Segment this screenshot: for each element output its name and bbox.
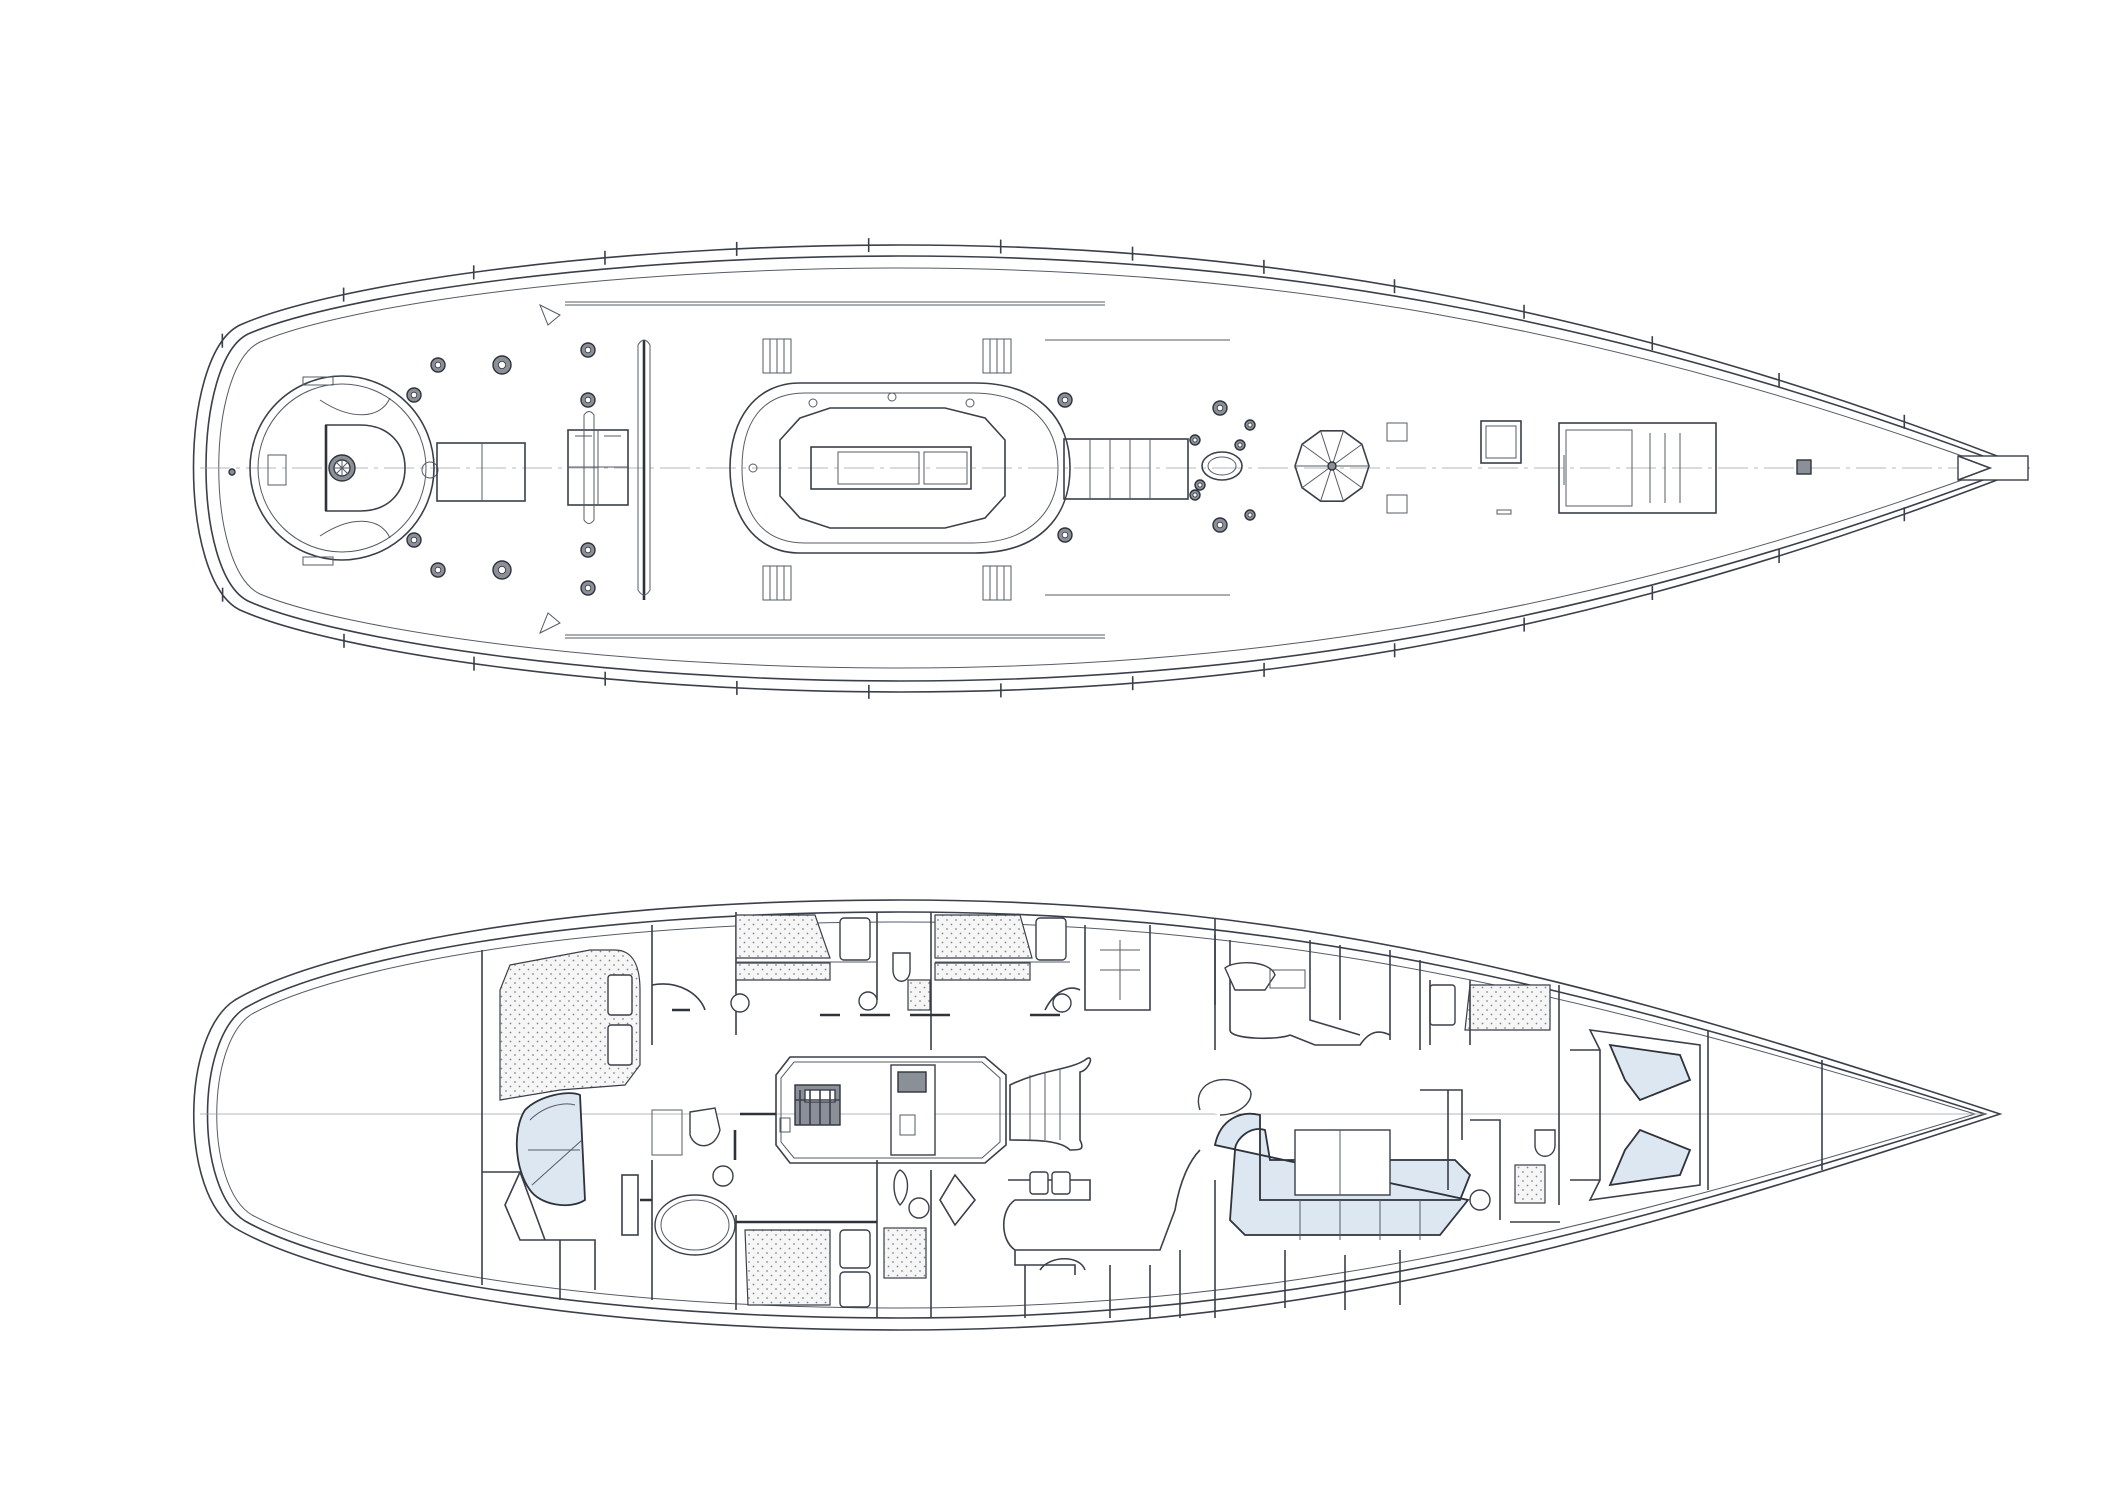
nav-station — [1084, 925, 1421, 1050]
skylight — [1294, 429, 1370, 503]
deckhouse — [729, 338, 1189, 601]
deck-hull-rail — [205, 255, 2018, 682]
companionway-stairs — [1009, 1057, 1092, 1151]
sheet-block — [539, 612, 561, 635]
shower — [907, 979, 931, 1011]
saloon-table — [1294, 1129, 1391, 1196]
guest-cabins — [651, 914, 1081, 1308]
interior-plan — [192, 899, 2003, 1331]
deck-fitting — [1796, 459, 1812, 475]
toilet — [689, 1107, 721, 1147]
genoa-tracks — [539, 301, 1230, 639]
v-berth — [1608, 1043, 1692, 1102]
bulkheads — [481, 912, 1823, 1318]
curved-settee — [515, 1092, 586, 1207]
bow-fitting — [1957, 455, 2029, 481]
deck-plan — [192, 238, 2031, 699]
engine-room — [740, 1056, 1007, 1164]
stern-fitting — [228, 468, 236, 476]
toilet — [1534, 1129, 1556, 1157]
companionway — [436, 442, 526, 502]
shower — [1514, 1164, 1546, 1204]
interior-hull-inner — [206, 911, 1988, 1319]
toilet — [893, 1169, 909, 1207]
toilet — [892, 952, 911, 982]
sink — [858, 991, 878, 1011]
galley-sink — [1051, 1171, 1071, 1195]
forward-cabin — [1570, 1029, 1701, 1201]
sheet-block — [539, 303, 561, 326]
galley-sink — [1029, 1171, 1049, 1195]
winches — [406, 342, 1256, 596]
hatch-grating — [567, 339, 651, 600]
round-table — [1197, 1078, 1252, 1116]
sink — [1052, 993, 1072, 1013]
deck-hatches — [1386, 420, 1717, 514]
forward-heads — [1429, 980, 1560, 1223]
stanchions — [221, 238, 1906, 699]
shower — [883, 1227, 927, 1279]
aft-bathroom — [640, 1107, 737, 1256]
interior-hull-liner — [216, 921, 1977, 1309]
aft-master-cabin — [482, 949, 641, 1300]
vent — [1496, 509, 1512, 515]
engine-icon — [779, 1084, 841, 1133]
interior-hull-outer — [192, 899, 2003, 1331]
mast-base — [1201, 451, 1243, 481]
aft-cockpit — [228, 375, 439, 566]
deck-hull-outer — [192, 244, 2031, 693]
saloon — [1197, 1078, 1472, 1310]
double-berth — [499, 949, 641, 1101]
sink — [730, 993, 750, 1013]
bathtub — [654, 1194, 736, 1256]
sink — [712, 1165, 734, 1187]
sink — [1469, 1189, 1491, 1211]
galley — [939, 1149, 1201, 1318]
sink — [908, 1197, 930, 1219]
